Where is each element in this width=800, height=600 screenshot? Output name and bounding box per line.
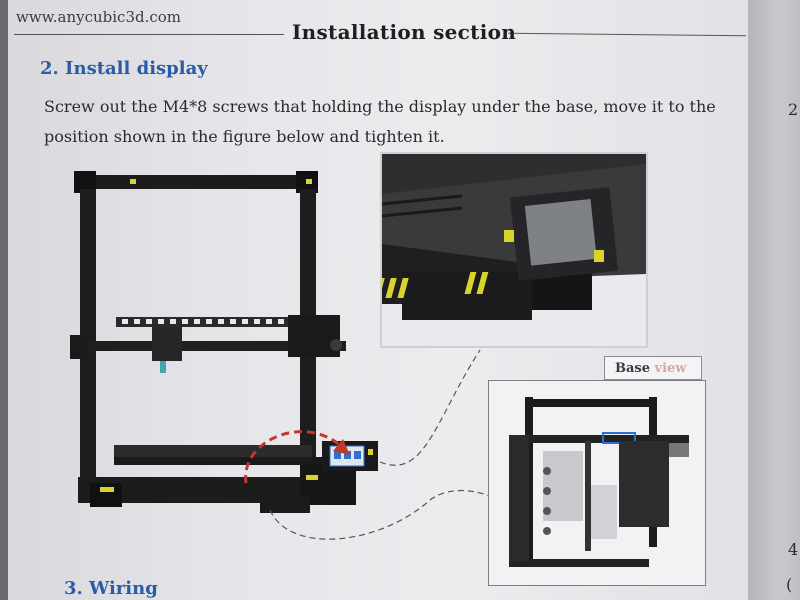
instruction-line: Screw out the M4*8 screws that holding t… [44,97,716,116]
move-arrow [244,430,344,484]
x-gantry [74,341,346,351]
next-page-edge [748,0,800,600]
section-title: Installation section [292,20,517,44]
callout-lines [269,349,499,540]
x-motor [288,315,340,357]
base-view-frame [488,380,706,586]
print-bed [114,445,312,457]
closeup-render [382,154,646,320]
base-view-render [509,397,689,567]
website-url: www.anycubic3d.com [16,8,182,26]
instruction-line: position shown in the figure below and t… [44,127,445,146]
step-heading-install-display: 2. Install display [40,58,208,79]
next-page-fragment: 4 [788,540,799,559]
next-page-fragment: ( [786,575,793,594]
closeup-lcd [524,199,597,266]
corner-block [74,171,96,193]
print-head [152,327,182,361]
step-heading-wiring: 3. Wiring [64,578,158,599]
base-view-label: Base view [604,356,702,380]
display-closeup-inset [380,152,648,348]
step-instruction: Screw out the M4*8 screws that holding t… [44,92,734,152]
belt-teeth [122,319,284,324]
top-frame-bar [78,175,308,189]
printer-illustration [70,171,378,513]
page-edge-shadow [0,0,10,600]
header-rule-left [14,34,284,35]
belt [116,317,316,327]
next-page-fragment: 2 [788,100,799,119]
